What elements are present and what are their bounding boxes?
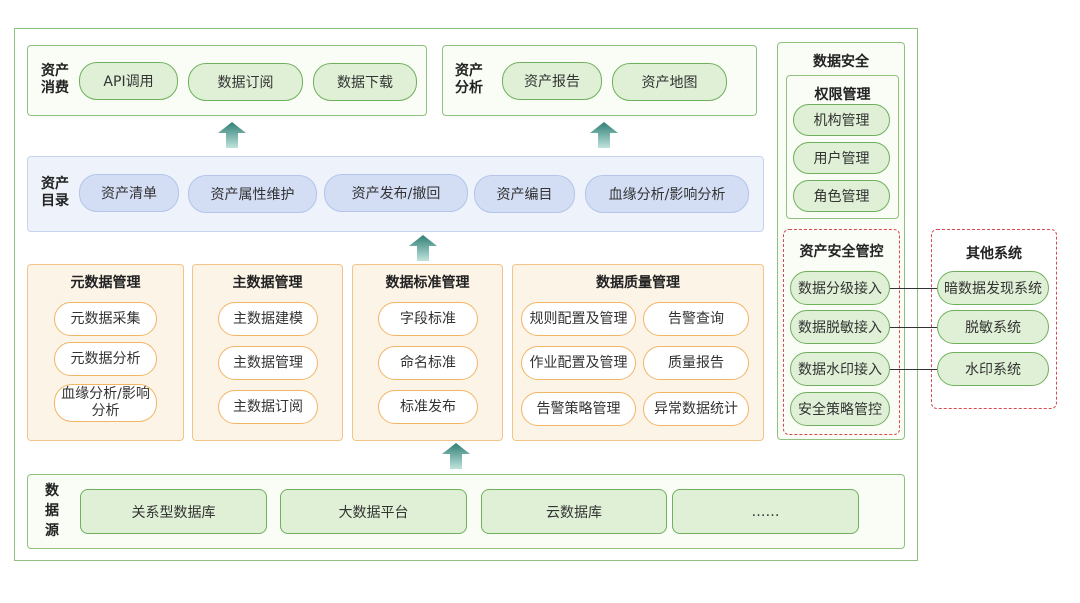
data-subscription-item[interactable]: 数据订阅 [188,63,303,101]
data-download-item[interactable]: 数据下载 [313,63,417,101]
anomaly-stats-item[interactable]: 异常数据统计 [643,392,749,426]
connector-line [890,288,937,289]
security-policy-item[interactable]: 安全策略管控 [790,392,890,426]
metadata-title: 元数据管理 [70,275,141,291]
rule-config-item[interactable]: 规则配置及管理 [521,302,636,336]
quality-title: 数据质量管理 [596,275,680,291]
data-masking-item[interactable]: 数据脱敏接入 [790,310,890,344]
master-subscription-item[interactable]: 主数据订阅 [218,390,318,424]
cloud-db-item[interactable]: 云数据库 [481,489,667,534]
security-title: 数据安全 [813,54,869,70]
lineage-analysis-item[interactable]: 血缘分析/影响分析 [585,175,749,213]
alert-policy-item[interactable]: 告警策略管理 [521,392,636,426]
metadata-analysis-item[interactable]: 元数据分析 [54,342,157,376]
asset-list-item[interactable]: 资产清单 [79,174,179,212]
masking-system-item[interactable]: 脱敏系统 [937,310,1049,344]
architecture-frame [14,28,918,561]
alert-query-item[interactable]: 告警查询 [643,302,749,336]
up-arrow-icon [442,443,470,469]
connector-line [890,327,937,328]
naming-standard-item[interactable]: 命名标准 [378,346,478,380]
more-sources-item[interactable]: …… [672,489,859,534]
relational-db-item[interactable]: 关系型数据库 [80,489,267,534]
data-watermark-item[interactable]: 数据水印接入 [790,352,890,386]
field-standard-item[interactable]: 字段标准 [378,302,478,336]
master-modeling-item[interactable]: 主数据建模 [218,302,318,336]
catalog-label: 资产 目录 [41,176,69,209]
up-arrow-icon [218,122,246,148]
other-systems-group [931,229,1057,409]
up-arrow-icon [590,122,618,148]
dark-data-system-item[interactable]: 暗数据发现系统 [937,271,1049,305]
user-management-item[interactable]: 用户管理 [793,142,890,174]
api-call-item[interactable]: API调用 [79,62,178,100]
watermark-system-item[interactable]: 水印系统 [937,352,1049,386]
org-management-item[interactable]: 机构管理 [793,104,890,136]
sources-label: 数 据 源 [45,483,59,539]
role-management-item[interactable]: 角色管理 [793,180,890,212]
asset-catalog-item[interactable]: 资产编目 [474,175,575,213]
asset-report-item[interactable]: 资产报告 [502,62,602,100]
asset-security-control-title: 资产安全管控 [799,244,884,260]
other-systems-title: 其他系统 [966,246,1022,262]
standard-publish-item[interactable]: 标准发布 [378,390,478,424]
standards-title: 数据标准管理 [385,275,470,291]
analysis-label: 资产 分析 [455,63,483,96]
consumption-label: 资产 消费 [41,63,69,96]
metadata-lineage-item[interactable]: 血缘分析/影响 分析 [54,384,157,422]
asset-security-control-group [783,229,900,435]
permission-title: 权限管理 [814,87,871,103]
quality-report-item[interactable]: 质量报告 [643,346,749,380]
data-grading-item[interactable]: 数据分级接入 [790,271,890,305]
asset-publish-item[interactable]: 资产发布/撤回 [324,174,468,212]
master-data-title: 主数据管理 [232,275,303,291]
up-arrow-icon [409,235,437,261]
metadata-collect-item[interactable]: 元数据采集 [54,302,157,336]
job-config-item[interactable]: 作业配置及管理 [521,346,636,380]
master-management-item[interactable]: 主数据管理 [218,346,318,380]
bigdata-platform-item[interactable]: 大数据平台 [280,489,467,534]
connector-line [890,369,937,370]
asset-map-item[interactable]: 资产地图 [612,63,727,101]
asset-attribute-item[interactable]: 资产属性维护 [188,175,317,213]
